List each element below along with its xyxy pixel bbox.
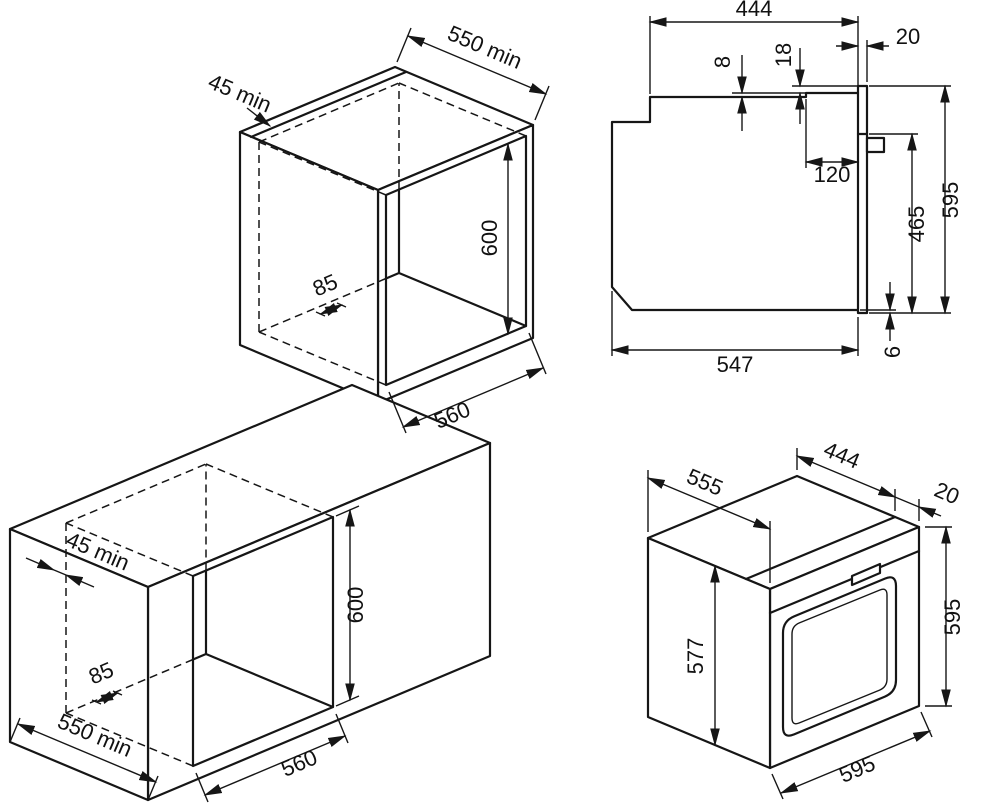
- dim-section-frame-front: 20: [896, 24, 920, 49]
- oven-left-face: [646, 536, 772, 770]
- dim-section-top-step: 8: [710, 56, 735, 68]
- dim-column-width: 560: [430, 396, 474, 433]
- oven-door-window-inner: [791, 588, 888, 725]
- column-vent-strip: [249, 70, 408, 139]
- side-section: 444 8 18 20 120 465: [610, 0, 963, 377]
- dim-oven-height: 595: [940, 599, 965, 636]
- oven-section-outline: [610, 84, 869, 315]
- dim-column-rear-gap: 45 min: [205, 69, 276, 118]
- column-interior-edges: [384, 188, 528, 328]
- oven-isometric: 555 444 20 577 595 595: [646, 436, 965, 800]
- section-handle: [865, 136, 886, 154]
- oven-top-seam: [744, 515, 897, 581]
- dim-oven-width: 595: [835, 750, 879, 787]
- dim-under-width: 560: [277, 744, 321, 781]
- dim-section-bottom-gap: 6: [880, 346, 905, 358]
- column-niche: [238, 65, 535, 405]
- dim-section-panel-depth: 120: [814, 162, 851, 187]
- oven-door-window: [781, 576, 898, 737]
- niche-isometric: 550 min 45 min 85 600 560 45 min 85: [8, 20, 550, 803]
- oven-panel-line: [768, 549, 921, 615]
- dim-oven-side-height: 577: [683, 638, 708, 675]
- dim-under-height: 600: [343, 587, 368, 624]
- dim-section-top-depth: 444: [736, 0, 773, 21]
- dim-oven-frame-front: 20: [931, 477, 963, 510]
- dim-section-total-height: 595: [938, 182, 963, 219]
- counter-interior-edges: [191, 569, 335, 709]
- dim-section-frame-overlap: 18: [771, 43, 796, 67]
- dim-column-depth: 550 min: [444, 20, 526, 74]
- oven-display: [850, 562, 882, 587]
- section-dimensions: 444 8 18 20 120 465: [610, 0, 963, 377]
- dim-section-front-height: 465: [904, 206, 929, 243]
- dim-section-body-depth: 547: [717, 352, 754, 377]
- dim-column-height: 600: [477, 220, 502, 257]
